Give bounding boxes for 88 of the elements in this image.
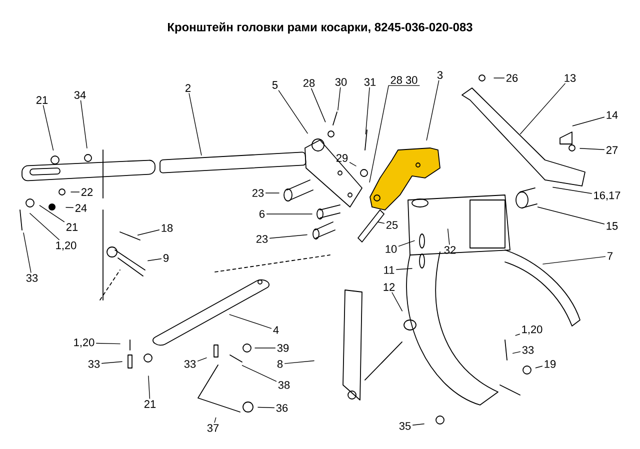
callout-number: 28 30	[390, 76, 418, 84]
leader-line	[242, 365, 277, 382]
leader-line	[349, 162, 356, 166]
callout-number: 39	[277, 344, 289, 352]
callout-number: 27	[606, 146, 618, 154]
callout-number: 22	[81, 188, 93, 196]
callout-number: 7	[608, 252, 612, 260]
callout-number: 10	[386, 245, 397, 253]
callout-number: 24	[75, 204, 87, 212]
callout-number: 29	[336, 154, 348, 162]
leader-line	[42, 105, 54, 151]
callout-number: 14	[606, 111, 618, 119]
leader-line	[214, 417, 216, 423]
leader-line	[137, 230, 160, 236]
callout-number: 33	[26, 274, 38, 282]
leader-line	[396, 268, 412, 270]
callout-number: 34	[74, 91, 86, 99]
leader-line	[39, 205, 65, 222]
callout-number: 15	[606, 222, 618, 230]
leader-line	[537, 206, 605, 224]
callout-number: 35	[399, 422, 411, 430]
callout-number: 21	[66, 223, 78, 231]
callout-number: 2	[186, 84, 190, 92]
callout-number: 5	[272, 81, 278, 89]
leader-line	[512, 351, 521, 354]
leader-line	[535, 366, 543, 368]
leader-line	[188, 93, 202, 156]
leader-line	[23, 232, 32, 273]
callout-number: 12	[384, 283, 395, 291]
leader-line	[365, 87, 370, 134]
callout-number: 1,20	[522, 325, 542, 335]
title: Кронштейн головки рами косарки, 8245-036-020-083	[168, 22, 472, 34]
leader-line	[447, 228, 450, 245]
leader-line	[148, 376, 150, 399]
callout-number: 9	[163, 254, 169, 262]
leader-line	[265, 192, 280, 194]
callout-number: 11	[384, 266, 394, 274]
leader-line	[30, 213, 60, 240]
leader-line	[229, 314, 272, 329]
callout-number: 33	[88, 360, 100, 368]
callout-number: 8	[277, 360, 283, 368]
leader-line	[66, 207, 74, 208]
callout-number: 33	[184, 360, 196, 368]
callout-number: 31	[364, 78, 376, 86]
leader-line	[426, 80, 440, 140]
callout-number: 19	[544, 360, 556, 368]
leader-line	[369, 85, 420, 182]
callout-number: 25	[386, 221, 398, 229]
callout-number: 28	[303, 79, 315, 87]
callout-number: 38	[278, 381, 290, 389]
leader-line	[278, 90, 308, 134]
leader-line	[148, 258, 162, 262]
callout-number: 26	[506, 74, 518, 82]
leader-line	[520, 83, 566, 134]
leader-line	[378, 222, 385, 224]
leader-line	[284, 360, 314, 364]
callout-number: 36	[276, 404, 288, 412]
leader-line	[258, 406, 275, 408]
leader-line	[269, 234, 308, 239]
leader-line	[392, 292, 402, 312]
leader-line	[398, 240, 415, 247]
leader-line	[542, 256, 606, 264]
callout-number: 18	[162, 224, 173, 232]
leader-line	[338, 87, 341, 110]
callout-number: 1,20	[56, 241, 76, 251]
callout-number: 30	[335, 78, 347, 86]
leader-line	[96, 342, 120, 344]
leader-line	[580, 148, 605, 150]
callout-number: 33	[522, 346, 534, 354]
leader-line	[80, 100, 88, 148]
callout-number: 13	[564, 74, 576, 82]
leader-line	[552, 186, 592, 194]
leader-line	[572, 116, 605, 126]
callout-number: 37	[207, 424, 219, 432]
leader-line	[515, 334, 520, 336]
leader-line	[412, 424, 424, 426]
leader-line	[197, 357, 207, 362]
callout-number: 1,20	[74, 338, 94, 348]
callout-number: 6	[260, 210, 265, 218]
callout-number: 21	[144, 400, 156, 408]
callout-number: 3	[437, 71, 443, 79]
callout-number: 4	[273, 326, 279, 334]
callout-number: 21	[36, 96, 48, 104]
leader-line	[311, 88, 326, 122]
callout-number: 23	[252, 189, 264, 197]
leader-line	[101, 361, 122, 364]
callout-number: 23	[256, 235, 268, 243]
callout-number: 16,17	[594, 191, 620, 201]
